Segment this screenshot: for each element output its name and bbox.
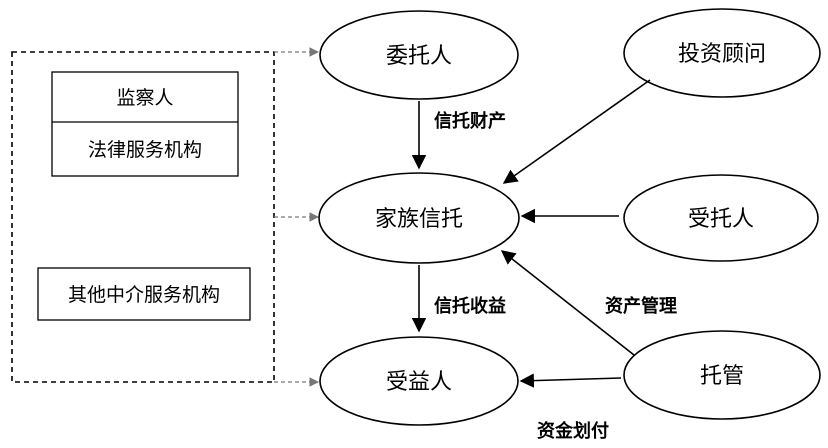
edge-label-trust-income: 信托收益	[434, 295, 506, 317]
other-intermediaries-box: 其他中介服务机构	[37, 267, 251, 321]
arrow-investment-advisor-to-family-trust	[502, 79, 651, 184]
family-trust-label: 家族信托	[375, 207, 463, 232]
legal-services-label: 法律服务机构	[88, 139, 202, 161]
node-trustee: 受托人	[623, 174, 819, 262]
node-settlor: 委托人	[319, 10, 519, 100]
arrow-custodian-to-beneficiary	[519, 373, 622, 388]
other-intermediaries-label: 其他中介服务机构	[68, 284, 220, 306]
edge-label-fund-transfer: 资金划付	[537, 420, 609, 442]
custodian-label: 托管	[700, 364, 744, 389]
supervisor-legal-box: 监察人 法律服务机构	[51, 71, 239, 177]
node-family-trust: 家族信托	[318, 172, 520, 264]
trustee-label: 受托人	[688, 207, 754, 232]
edge-label-asset-management: 资产管理	[605, 295, 677, 317]
supervisor-label: 监察人	[116, 87, 173, 109]
arrow-custodian-to-family-trust	[500, 250, 635, 356]
node-custodian: 托管	[623, 330, 821, 420]
beneficiary-label: 受益人	[386, 370, 452, 395]
node-investment-advisor: 投资顾问	[623, 8, 821, 98]
node-beneficiary: 受益人	[319, 336, 519, 426]
settlor-label: 委托人	[386, 44, 452, 69]
investment-advisor-label: 投资顾问	[678, 42, 766, 67]
edge-label-trust-property: 信托财产	[434, 110, 506, 132]
